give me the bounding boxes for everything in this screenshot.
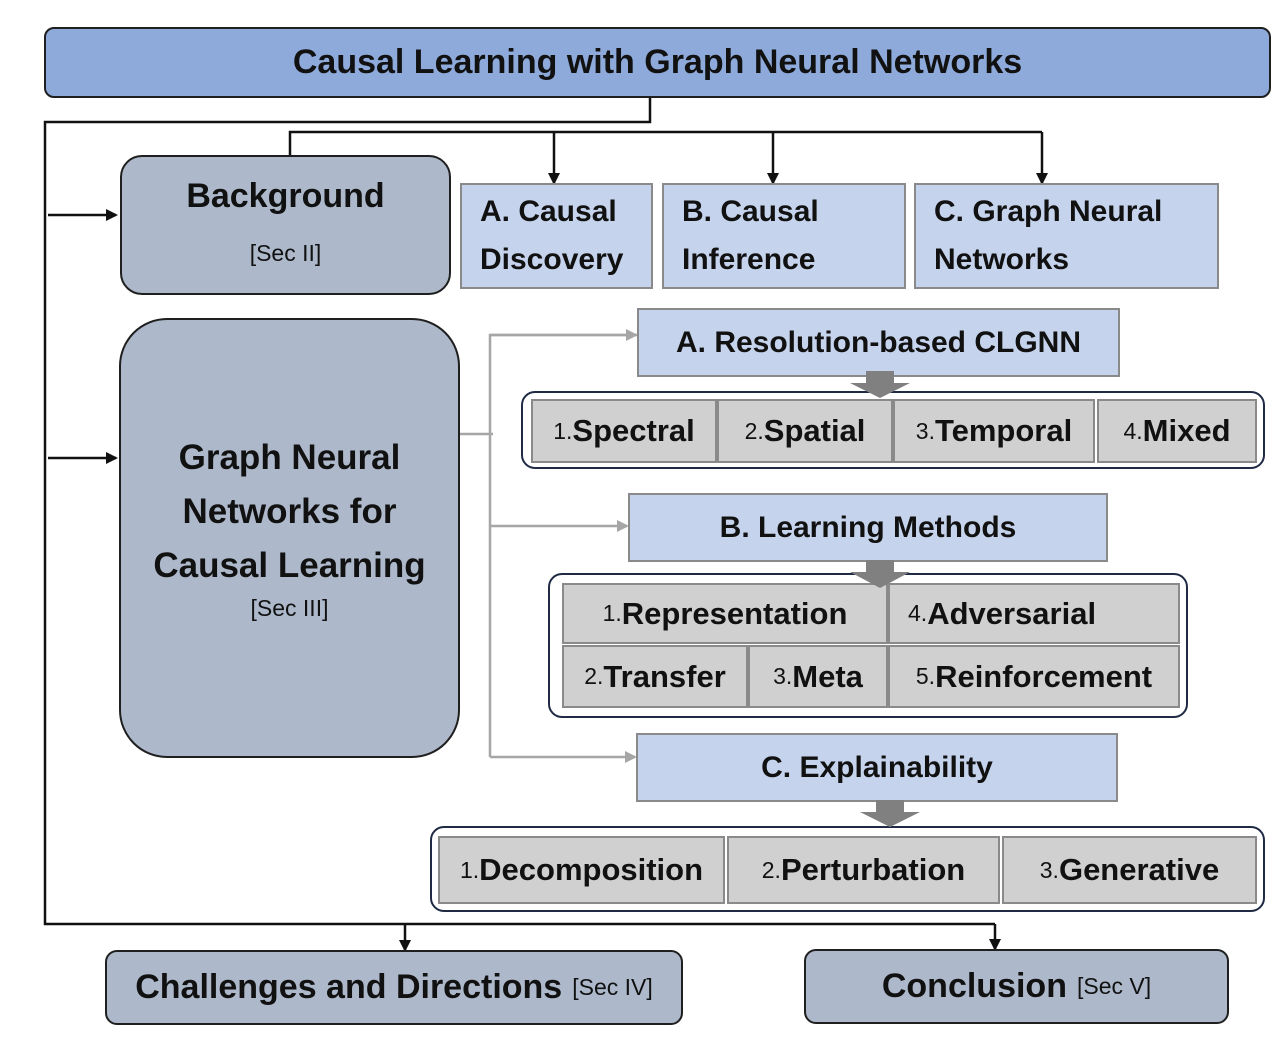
item-number: 2. — [761, 856, 781, 883]
background-section-box: Background [Sec II] — [120, 155, 451, 295]
item-number: 5. — [915, 663, 936, 689]
explainability-item-perturbation: 2.Perturbation — [727, 836, 1000, 904]
item-number: 2. — [744, 417, 764, 444]
item-number: 1. — [602, 600, 622, 626]
learning-item-representation: 1.Representation — [562, 583, 888, 644]
causal-discovery-line1: A. Causal — [480, 195, 617, 228]
page-title: Causal Learning with Graph Neural Networ… — [44, 27, 1271, 98]
causal-inference-line1: B. Causal — [682, 195, 819, 228]
gnn-overview-line1: C. Graph Neural — [934, 195, 1163, 228]
item-label: Mixed — [1142, 413, 1231, 448]
down-arrow-resolution — [850, 371, 910, 398]
challenges-sec-ref: [Sec IV] — [572, 974, 653, 1000]
conclusion-label: Conclusion — [881, 967, 1067, 1005]
item-label: Generative — [1058, 852, 1220, 887]
challenges-box: Challenges and Directions [Sec IV] — [105, 950, 683, 1025]
item-number: 3. — [773, 663, 793, 689]
learning-box: B. Learning Methods — [628, 493, 1108, 562]
gnn-overview-box: C. Graph Neural Networks — [914, 183, 1219, 289]
item-label: Reinforcement — [935, 658, 1153, 694]
explainability-item-decomposition: 1.Decomposition — [438, 836, 725, 904]
learning-item-reinforcement: 5.Reinforcement — [888, 645, 1180, 708]
background-label: Background — [186, 177, 385, 215]
item-label: Decomposition — [479, 852, 704, 887]
resolution-item-spatial: 2.Spatial — [717, 399, 893, 463]
learning-label: B. Learning Methods — [719, 510, 1017, 544]
resolution-label: A. Resolution-based CLGNN — [675, 325, 1081, 359]
resolution-group: 1.Spectral 2.Spatial 3.Temporal 4.Mixed — [521, 391, 1265, 469]
item-number: 3. — [915, 417, 935, 444]
gnn-overview-line2: Networks — [934, 243, 1070, 276]
learning-item-meta: 3.Meta — [748, 645, 888, 708]
explainability-item-generative: 3.Generative — [1002, 836, 1257, 904]
gnn-causal-line2: Networks for — [182, 491, 397, 531]
item-number: 1. — [459, 856, 480, 883]
item-number: 3. — [1039, 856, 1059, 883]
background-sec-ref: [Sec II] — [249, 240, 322, 266]
resolution-item-mixed: 4.Mixed — [1097, 399, 1257, 463]
page-title-text: Causal Learning with Graph Neural Networ… — [292, 43, 1023, 81]
item-number: 1. — [553, 417, 573, 444]
learning-item-adversarial: 4.Adversarial — [888, 583, 1180, 644]
explainability-box: C. Explainability — [636, 733, 1118, 802]
item-label: Transfer — [603, 658, 726, 694]
main-spine-connector — [43, 97, 995, 926]
item-label: Spectral — [572, 413, 695, 448]
item-number: 4. — [1123, 417, 1143, 444]
conclusion-sec-ref: [Sec V] — [1076, 973, 1152, 999]
gnn-causal-line3: Causal Learning — [153, 545, 426, 585]
learning-group: 1.Representation 4.Adversarial 2.Transfe… — [548, 573, 1188, 718]
gnn-causal-sec-ref: [Sec III] — [250, 594, 329, 621]
causal-inference-line2: Inference — [682, 243, 816, 276]
down-arrow-explainability — [860, 800, 920, 827]
item-number: 2. — [584, 663, 604, 689]
explainability-label: C. Explainability — [761, 750, 993, 784]
causal-discovery-box: A. Causal Discovery — [460, 183, 653, 289]
gnn-causal-section-box: Graph Neural Networks for Causal Learnin… — [119, 318, 460, 758]
item-label: Spatial — [763, 413, 866, 448]
causal-discovery-line2: Discovery — [480, 243, 624, 276]
resolution-item-temporal: 3.Temporal — [893, 399, 1095, 463]
challenges-label: Challenges and Directions — [135, 968, 563, 1006]
item-label: Meta — [792, 658, 863, 694]
item-number: 4. — [908, 600, 928, 626]
item-label: Temporal — [934, 413, 1073, 448]
conclusion-box: Conclusion [Sec V] — [804, 949, 1229, 1024]
item-label: Representation — [621, 595, 848, 631]
learning-item-transfer: 2.Transfer — [562, 645, 748, 708]
causal-inference-box: B. Causal Inference — [662, 183, 906, 289]
item-label: Adversarial — [927, 595, 1097, 631]
background-branch-connector — [288, 130, 1042, 155]
item-label: Perturbation — [780, 852, 966, 887]
explainability-group: 1.Decomposition 2.Perturbation 3.Generat… — [430, 826, 1265, 912]
gnn-causal-line1: Graph Neural — [178, 437, 401, 477]
resolution-box: A. Resolution-based CLGNN — [637, 308, 1120, 377]
resolution-item-spectral: 1.Spectral — [531, 399, 717, 463]
down-arrow-learning — [850, 560, 910, 588]
